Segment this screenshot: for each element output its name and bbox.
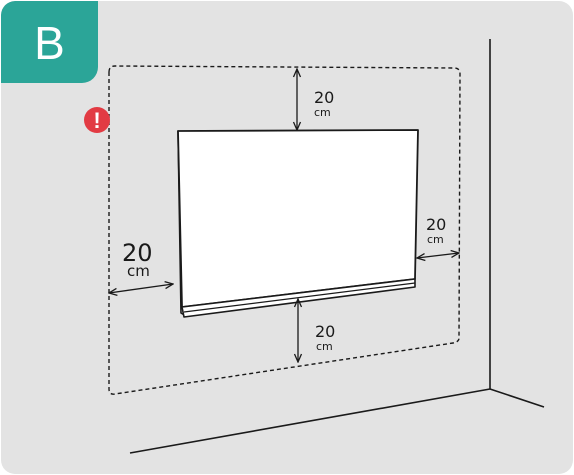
clearance-boundary — [108, 65, 461, 395]
step-badge: B — [1, 1, 98, 83]
tv — [177, 129, 419, 318]
left-clearance-value: 20 — [122, 239, 153, 267]
right-clearance-arrow — [417, 253, 459, 258]
exclamation-icon: ! — [84, 107, 110, 133]
warning-symbol: ! — [93, 108, 100, 133]
warning-circle — [84, 107, 110, 133]
bottom-clearance-unit: cm — [316, 340, 333, 353]
dimension-arrows — [109, 69, 459, 362]
floor-line-left — [129, 388, 491, 454]
tv-bezel-line — [183, 282, 416, 313]
room-corner-lines — [129, 39, 545, 454]
left-clearance-arrow — [109, 284, 173, 293]
top-clearance-unit: cm — [314, 106, 331, 119]
right-clearance-value: 20 — [426, 215, 446, 234]
top-clearance-value: 20 — [314, 88, 334, 107]
tv-screen — [177, 129, 419, 308]
step-badge-letter: B — [34, 17, 65, 69]
right-clearance-unit: cm — [427, 233, 444, 246]
floor-line-right — [489, 388, 545, 408]
left-clearance-unit: cm — [127, 262, 150, 280]
bottom-clearance-value: 20 — [315, 322, 335, 341]
